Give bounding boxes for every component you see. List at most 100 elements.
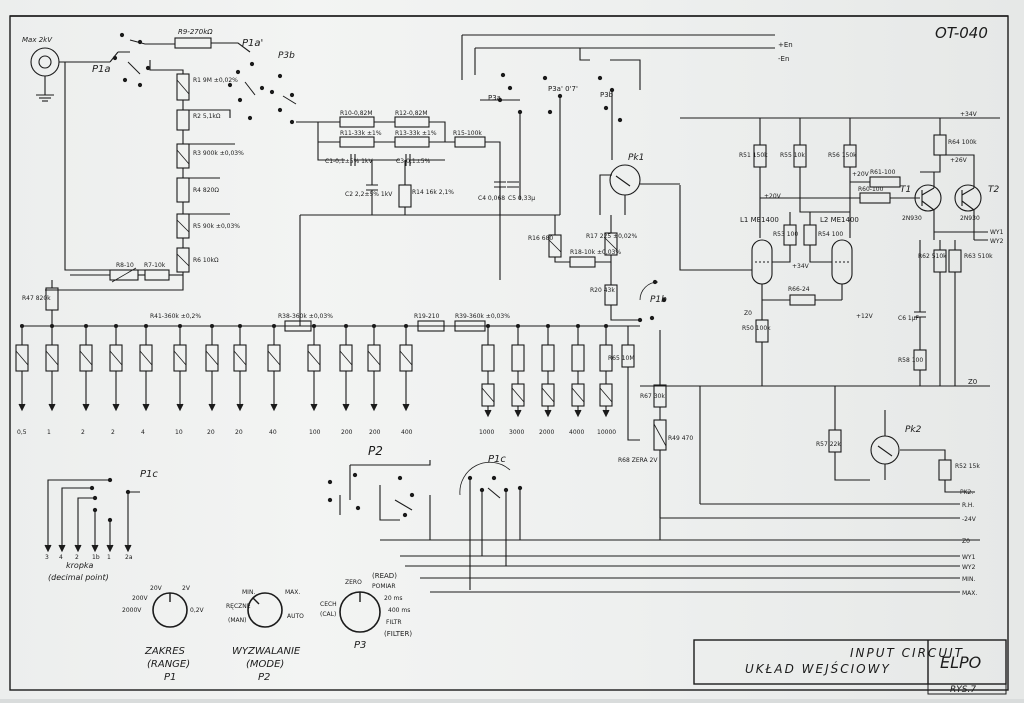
- rail-26v: +26V: [950, 157, 968, 164]
- svg-text:P2: P2: [368, 444, 383, 458]
- r64-label: R64 100k: [948, 139, 977, 146]
- r68-label: R68 ZERA 2V: [618, 457, 658, 464]
- decimal-pin-label: 2: [75, 554, 79, 561]
- r10-label: R10-0,82M: [340, 110, 373, 117]
- switch-p2: P2: [327, 444, 431, 540]
- knob-p3[interactable]: ZERO (READ) POMIAR 20 ms 400 ms FILTR (F…: [320, 572, 412, 651]
- svg-text:AUTO: AUTO: [287, 613, 304, 620]
- range-label: 100: [309, 429, 321, 436]
- svg-text:P3: P3: [354, 640, 366, 651]
- svg-text:POMIAR: POMIAR: [372, 583, 396, 590]
- svg-text:(MAN): (MAN): [228, 617, 246, 624]
- t2-label: T2: [988, 185, 999, 195]
- switch-p3a: P3a: [488, 94, 501, 102]
- r47-label: R47 820k: [22, 295, 51, 302]
- range-label: 2: [111, 429, 115, 436]
- svg-text:200V: 200V: [132, 595, 148, 602]
- svg-text:(CAL): (CAL): [320, 611, 336, 618]
- decimal-pin-arrow: [58, 544, 66, 553]
- knob-range[interactable]: 20V 2V 200V 0,2V 2000V ZAKRES (RANGE) P1: [122, 585, 205, 683]
- rail-wy1: WY1: [962, 554, 976, 561]
- r62-label: R62 510k: [918, 253, 947, 260]
- switch-p3b2: P3b: [600, 91, 614, 99]
- brand-label: ELPO: [940, 653, 981, 672]
- range-label: 40: [269, 429, 277, 436]
- r13-label: R13-33k ±1%: [395, 130, 437, 137]
- decimal-pin-arrow: [106, 544, 114, 553]
- decimal-pin-label: 1: [107, 554, 111, 561]
- r39-label: R39-360k ±0,03%: [455, 313, 510, 320]
- switch-p1a2: P1a': [242, 38, 263, 49]
- svg-text:ZAKRES: ZAKRES: [144, 646, 186, 657]
- decimal-pin-arrow: [124, 544, 132, 553]
- range-bus: R41-360k ±0,2% R38-360k ±0,03% R19-210 R…: [15, 215, 640, 418]
- range-label: 2000: [539, 429, 554, 436]
- c3-label: C3-0,1±5%: [396, 158, 431, 165]
- t1-type: 2N930: [902, 215, 922, 222]
- rail-wy2-a: WY2: [990, 238, 1004, 245]
- decimal-label-pl: kropka: [66, 561, 94, 570]
- switch-p1b: P1b: [650, 295, 667, 305]
- r56-label: R56 150k: [828, 152, 857, 159]
- svg-text:2000V: 2000V: [122, 607, 142, 614]
- switch-pk2: Pk2: [905, 425, 922, 435]
- decimal-pin-arrow: [91, 544, 99, 553]
- r17-label: R17 225 ±0,02%: [586, 233, 637, 240]
- r58-label: R58 100: [898, 357, 923, 364]
- range-label: 20: [207, 429, 215, 436]
- rc-network: R10-0,82M R12-0,82M R11-33k ±1% R13-33k …: [296, 110, 560, 280]
- rail-z0-b: Z0: [744, 310, 752, 317]
- svg-text:P2: P2: [258, 672, 270, 683]
- rail-min: MIN.: [962, 576, 975, 583]
- svg-text:P1: P1: [164, 672, 176, 683]
- r66-label: R66-24: [788, 286, 810, 293]
- r3-label: R3 900k ±0,03%: [193, 150, 244, 157]
- svg-text:(RANGE): (RANGE): [147, 659, 190, 670]
- divider-chain: R1 9M ±0,02% R2 5,1kΩ R3 900k ±0,03% R4 …: [45, 60, 244, 291]
- svg-text:P1c: P1c: [140, 469, 158, 480]
- range-label: 3000: [509, 429, 524, 436]
- r55-label: R55 10k: [780, 152, 805, 159]
- input-connector: Max 2kV: [22, 36, 60, 102]
- decimal-pin-label: 3: [45, 554, 49, 561]
- rail-20v-a: +20V: [764, 193, 782, 200]
- r7-label: R7-10k: [144, 262, 166, 269]
- t1-label: T1: [900, 185, 911, 195]
- range-label: 200: [369, 429, 381, 436]
- r18-label: R18-10k ±0,03%: [570, 249, 621, 256]
- switch-p3a2: P3a' 0'7': [548, 85, 578, 93]
- rail-rh: R.H.: [962, 502, 974, 509]
- switch-p3b: P3b: [278, 51, 295, 61]
- range-label: 400: [401, 429, 413, 436]
- title-pl: UKŁAD WEJŚCIOWY: [745, 661, 891, 676]
- range-label: 2: [81, 429, 85, 436]
- rail-z0-out: Z0: [962, 538, 970, 545]
- knob-mode[interactable]: MIN. MAX. RĘCZNE (MAN) AUTO WYZWALANIE (…: [226, 589, 304, 683]
- svg-text:WYZWALANIE: WYZWALANIE: [232, 646, 301, 657]
- rail-plus-en: +En: [778, 41, 793, 49]
- svg-text:MIN.: MIN.: [242, 589, 255, 596]
- range-label: 20: [235, 429, 243, 436]
- r65-label: R65 10M: [608, 355, 635, 362]
- zero-adjust-network: R65 10M R67 30k R68 ZERA 2V R49 470: [608, 326, 980, 541]
- rail-minus-en: -En: [778, 55, 789, 63]
- switch-pk1: Pk1: [628, 153, 644, 163]
- r63-label: R63 510k: [964, 253, 993, 260]
- r67-label: R67 30k: [640, 393, 665, 400]
- doc-code: OT-040: [935, 24, 988, 42]
- range-label: 4: [141, 429, 145, 436]
- r52-label: R52 15k: [955, 463, 980, 470]
- c5-label: C5 0,33μ: [508, 195, 535, 202]
- r2-label: R2 5,1kΩ: [193, 113, 221, 120]
- r16-label: R16 680: [528, 235, 553, 242]
- rail-12v: +12V: [856, 313, 874, 320]
- offset-network: R16 680 R17 225 ±0,02% R18-10k ±0,03% R2…: [528, 215, 667, 323]
- range-label: 1: [47, 429, 51, 436]
- rail-34v: +34V: [960, 111, 978, 118]
- r51-label: R51 150k: [739, 152, 768, 159]
- range-label: 10: [175, 429, 183, 436]
